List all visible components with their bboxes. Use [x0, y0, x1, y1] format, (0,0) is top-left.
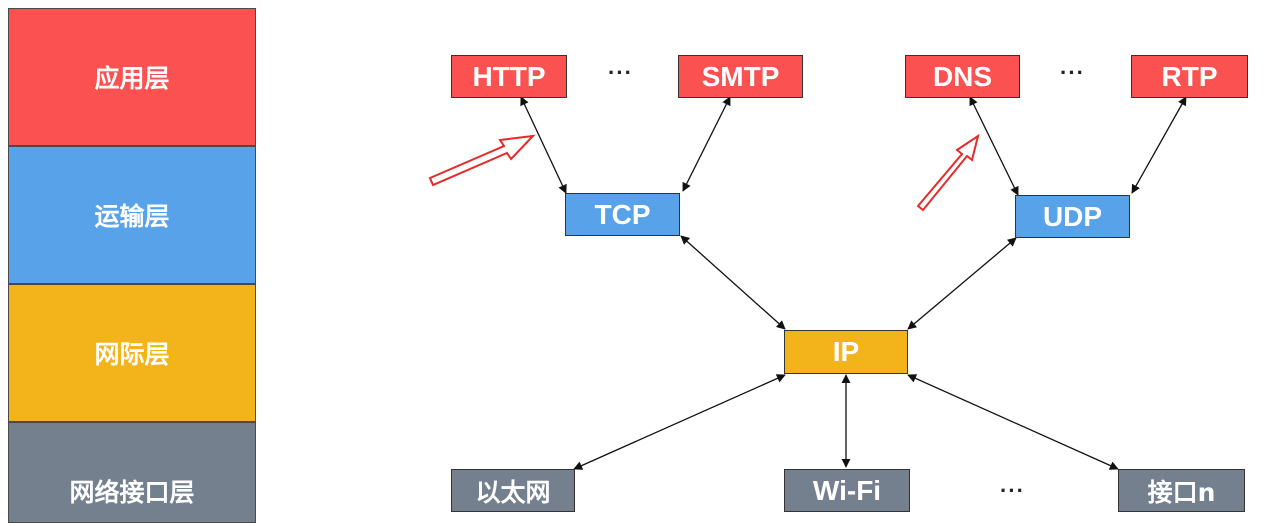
arrow-http-tcp: [520, 96, 567, 194]
node-http: HTTP: [451, 55, 567, 98]
node-ip: IP: [784, 330, 908, 374]
arrow-udp-ip: [907, 237, 1017, 330]
node-dns: DNS: [905, 55, 1020, 98]
layer-application-label: 应用层: [94, 64, 170, 93]
node-rtp-label: RTP: [1161, 60, 1218, 92]
node-wifi: Wi-Fi: [784, 469, 910, 512]
layer-transport: 运输层: [8, 146, 256, 284]
ellipsis-app-udp: ···: [1060, 60, 1085, 85]
layer-transport-label: 运输层: [94, 202, 170, 231]
arrow-ip-iface-n: [907, 374, 1119, 470]
node-ethernet: 以太网: [451, 469, 575, 512]
node-tcp-label: TCP: [594, 198, 651, 230]
node-iface-n-label: 接口n: [1147, 477, 1216, 507]
node-udp-label: UDP: [1042, 200, 1103, 232]
node-smtp-label: SMTP: [701, 60, 780, 92]
arrow-ip-ethernet: [573, 374, 786, 470]
ellipsis-app-tcp: ···: [608, 60, 633, 85]
node-ip-label: IP: [832, 336, 860, 367]
node-tcp: TCP: [565, 193, 680, 236]
layer-internet-label: 网际层: [94, 340, 170, 369]
node-dns-label: DNS: [932, 60, 993, 92]
node-wifi-label: Wi-Fi: [812, 474, 882, 506]
arrow-tcp-ip: [680, 235, 786, 330]
layer-internet: 网际层: [8, 284, 256, 422]
node-ethernet-label: 以太网: [475, 477, 551, 507]
ellipsis-link: ···: [1000, 478, 1025, 503]
node-iface-n: 接口n: [1118, 469, 1245, 512]
layer-link-label: 网络接口层: [69, 477, 195, 507]
highlight-arrow-http: [428, 134, 536, 187]
layer-application: 应用层: [8, 8, 256, 146]
layer-link: 网络接口层: [8, 422, 256, 523]
node-smtp: SMTP: [678, 55, 803, 98]
node-rtp: RTP: [1131, 55, 1248, 98]
highlight-arrow-dns: [916, 133, 980, 212]
node-http-label: HTTP: [472, 60, 546, 92]
arrow-smtp-tcp: [682, 96, 731, 192]
node-udp: UDP: [1015, 195, 1130, 238]
arrow-rtp-udp: [1131, 96, 1187, 194]
arrow-dns-udp: [969, 96, 1019, 196]
